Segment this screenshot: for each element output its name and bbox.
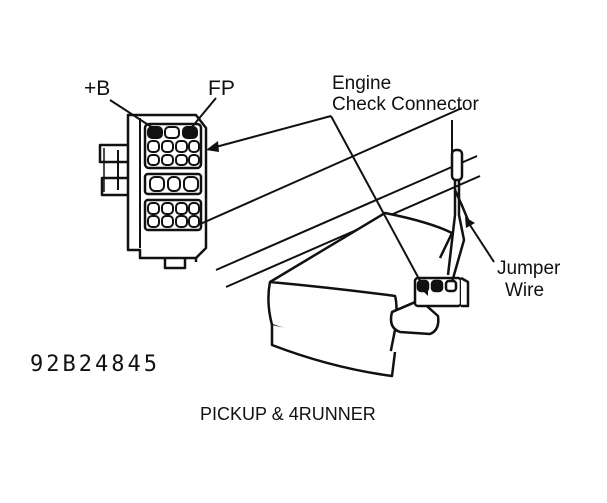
pin-b-label: +B: [84, 77, 111, 100]
engine-label: Engine: [332, 73, 392, 94]
callout-lines: [211, 115, 495, 291]
jumper-wire: [446, 148, 470, 283]
connector-pin-cells: [147, 126, 200, 228]
pin-fp-label: FP: [208, 77, 235, 100]
check-connector-body: [389, 276, 470, 336]
check-connector-label: Check Connector: [332, 94, 479, 115]
callout-arrowheads: [206, 141, 475, 296]
component-housing-box: [267, 211, 454, 378]
figure-caption: PICKUP & 4RUNNER: [200, 404, 376, 424]
figure-code: 92B24845: [30, 352, 160, 377]
pin-leader-lines: [109, 97, 217, 129]
wire-label: Wire: [505, 280, 545, 301]
jumper-label: Jumper: [497, 258, 561, 279]
